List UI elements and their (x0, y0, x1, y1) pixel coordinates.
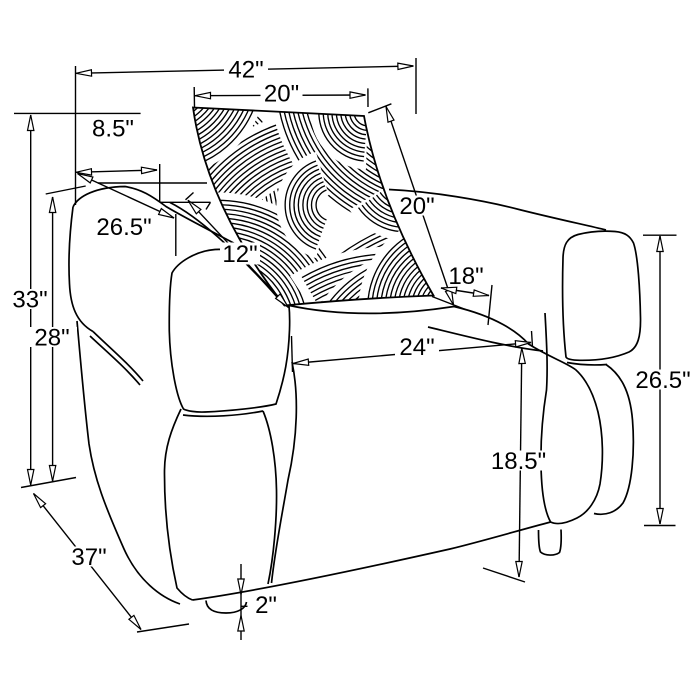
svg-text:12": 12" (222, 241, 257, 268)
svg-text:18.5": 18.5" (491, 448, 546, 475)
svg-text:42": 42" (228, 57, 263, 84)
svg-text:20": 20" (264, 81, 299, 108)
svg-text:33": 33" (12, 287, 47, 314)
svg-text:2": 2" (255, 592, 277, 619)
svg-text:26.5": 26.5" (635, 367, 690, 394)
svg-text:26.5": 26.5" (96, 214, 151, 241)
svg-text:20": 20" (399, 193, 434, 220)
svg-text:18": 18" (448, 263, 483, 290)
svg-text:8.5": 8.5" (92, 116, 134, 143)
svg-text:28": 28" (34, 325, 69, 352)
svg-text:24": 24" (399, 334, 434, 361)
svg-text:37": 37" (71, 544, 106, 571)
